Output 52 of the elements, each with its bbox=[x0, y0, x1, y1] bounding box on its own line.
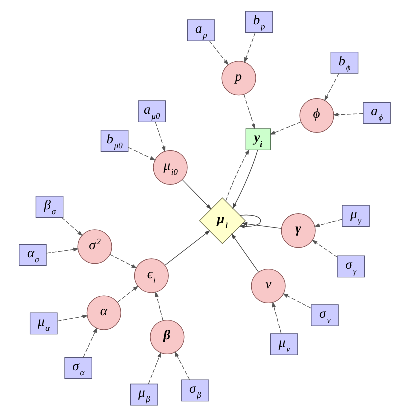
node-circle: p bbox=[221, 61, 256, 96]
arrow bbox=[148, 352, 161, 384]
node-circle: γ bbox=[280, 214, 316, 248]
node-box: σ$_{ν}$ bbox=[310, 304, 338, 326]
node-box: b$_{ϕ}$ bbox=[330, 52, 358, 74]
arrow bbox=[174, 351, 190, 380]
arrow bbox=[56, 314, 88, 322]
arrow bbox=[324, 73, 339, 102]
arrow bbox=[244, 32, 256, 64]
node-box: a$_{p}$ bbox=[186, 20, 215, 42]
arrow bbox=[232, 150, 258, 210]
node-box: μ$_{γ}$ bbox=[342, 205, 370, 228]
arrow bbox=[208, 40, 228, 66]
node-box: β$_{σ}$ bbox=[35, 196, 64, 218]
arrow bbox=[282, 294, 312, 309]
node-box: σ$_{α}$ bbox=[64, 357, 92, 380]
arrow bbox=[182, 180, 212, 210]
arrow bbox=[225, 149, 250, 202]
node-circle: ν bbox=[250, 268, 286, 304]
node-box: a$_{ϕ}$ bbox=[362, 102, 390, 124]
node-circle: α bbox=[86, 296, 121, 330]
arrow bbox=[116, 286, 138, 303]
node-box: σ$_{β}$ bbox=[181, 380, 209, 402]
node-box: α$_{σ}$ bbox=[18, 244, 46, 266]
node-box: μ$_{ν}$ bbox=[270, 334, 298, 356]
arrow bbox=[231, 234, 258, 272]
arrow bbox=[46, 248, 79, 254]
arrow bbox=[109, 254, 137, 269]
arrow bbox=[164, 230, 210, 266]
node-circle: μ$_{i0}$ bbox=[152, 150, 188, 185]
node-box: μ$_{β}$ bbox=[130, 384, 158, 406]
node-box: y$_{i}$ bbox=[245, 128, 271, 150]
arrow bbox=[311, 240, 338, 258]
arrow bbox=[238, 214, 261, 229]
node-box: μ$_{α}$ bbox=[30, 312, 58, 335]
arrow bbox=[241, 222, 282, 229]
node-circle: β bbox=[150, 320, 184, 355]
arrow bbox=[154, 122, 166, 152]
arrow bbox=[61, 217, 82, 236]
arrow bbox=[128, 147, 156, 161]
arrow bbox=[82, 327, 97, 358]
node-box: b$_{μ0}$ bbox=[100, 130, 128, 152]
arrow bbox=[243, 94, 255, 130]
arrow bbox=[332, 112, 364, 117]
node-box: σ$_{γ}$ bbox=[336, 256, 364, 278]
arrow bbox=[272, 302, 282, 334]
node-circle: ϕ bbox=[299, 98, 334, 134]
arrow bbox=[154, 292, 163, 321]
arrow bbox=[269, 122, 301, 135]
arrow bbox=[314, 219, 342, 228]
node-box: a$_{μ0}$ bbox=[138, 100, 166, 123]
node-box: b$_{p}$ bbox=[244, 11, 273, 34]
